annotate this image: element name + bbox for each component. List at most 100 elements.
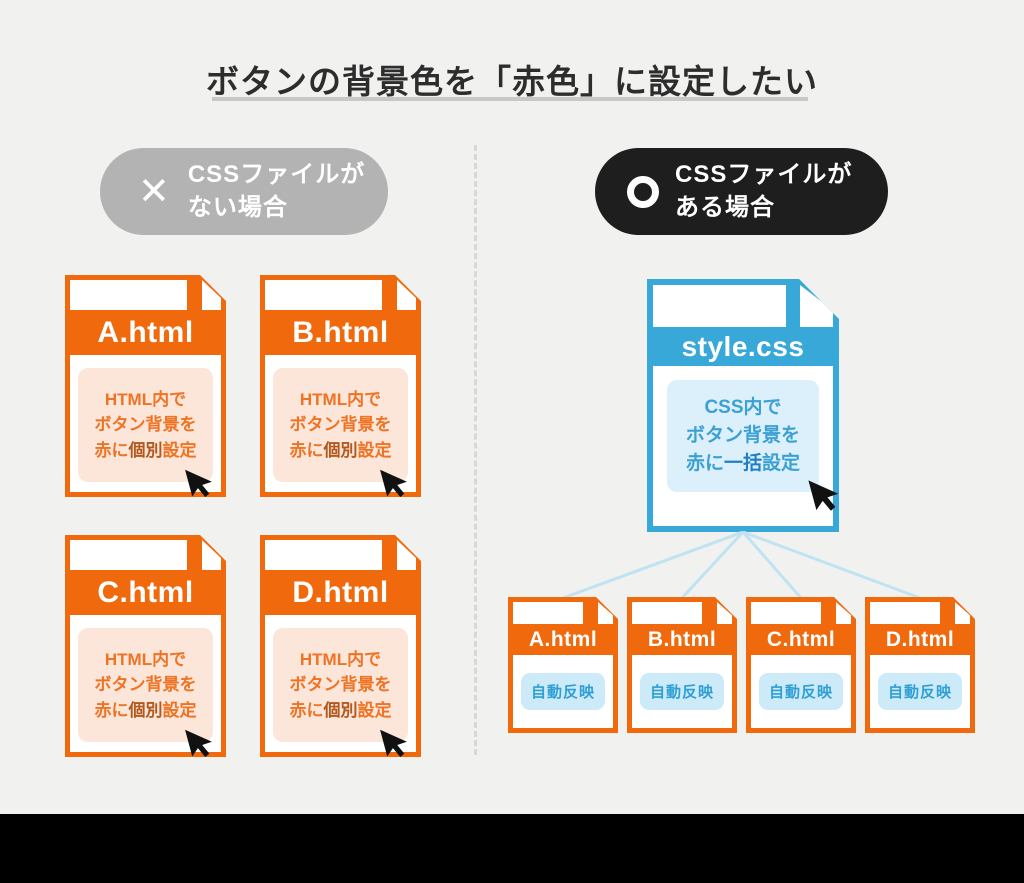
auto-apply-badge: 自動反映	[521, 673, 605, 710]
note-line1: CSS内で	[704, 396, 782, 418]
doc-note: HTML内で ボタン背景を 赤に個別設定	[273, 628, 408, 742]
cursor-icon	[178, 460, 222, 504]
note-line3: 赤に個別設定	[95, 438, 197, 463]
note-line3-post: 設定	[162, 700, 197, 720]
badge-no-css-label: CSSファイルが ない場合	[188, 159, 365, 224]
file-card-d-html: D.html HTML内で ボタン背景を 赤に個別設定	[260, 535, 421, 757]
doc-fold-notch	[717, 602, 732, 624]
doc-body: HTML内で ボタン背景を 赤に個別設定	[70, 355, 221, 492]
note-line3-bold: 個別	[323, 440, 358, 460]
doc-note: HTML内で ボタン背景を 赤に個別設定	[78, 368, 213, 482]
file-card-style-css: style.css CSS内で ボタン背景を 赤に一括設定	[647, 279, 839, 532]
note-line3-pre: 赤に	[94, 700, 129, 720]
file-card-c-html: C.html HTML内で ボタン背景を 赤に個別設定	[65, 535, 226, 757]
auto-apply-badge: 自動反映	[759, 673, 843, 710]
badge-has-css-label: CSSファイルが ある場合	[675, 159, 852, 224]
note-line3: 赤に個別設定	[290, 698, 392, 723]
note-line3-post: 設定	[162, 440, 197, 460]
badge-has-css-line2: ある場合	[675, 193, 775, 221]
doc-fold-notch	[397, 280, 416, 310]
badge-has-css-file: CSSファイルが ある場合	[595, 148, 888, 235]
note-line3: 赤に一括設定	[686, 450, 800, 478]
note-line3-bold: 個別	[323, 700, 358, 720]
small-card-d-html: D.html 自動反映	[865, 597, 975, 733]
note-line2: ボタン背景を	[94, 415, 197, 435]
doc-body: HTML内で ボタン背景を 赤に個別設定	[265, 355, 416, 492]
doc-note: HTML内で ボタン背景を 赤に個別設定	[78, 628, 213, 742]
note-line3-pre: 赤に	[289, 700, 324, 720]
auto-apply-badge: 自動反映	[640, 673, 724, 710]
doc-title: style.css	[681, 330, 805, 362]
doc-fold-notch	[598, 602, 613, 624]
auto-apply-badge: 自動反映	[878, 673, 962, 710]
doc-title: B.html	[292, 315, 389, 349]
cursor-icon	[373, 720, 417, 764]
circle-icon	[627, 175, 659, 208]
doc-title: A.html	[97, 315, 194, 349]
doc-body: 自動反映	[870, 655, 970, 728]
note-line2: ボタン背景を	[289, 415, 392, 435]
small-card-a-html: A.html 自動反映	[508, 597, 618, 733]
file-card-b-html: B.html HTML内で ボタン背景を 赤に個別設定	[260, 275, 421, 497]
note-line3-bold: 個別	[128, 440, 163, 460]
doc-fold-notch	[836, 602, 851, 624]
doc-top-strip	[265, 540, 382, 570]
doc-body: 自動反映	[513, 655, 613, 728]
doc-title: C.html	[766, 627, 836, 651]
doc-body: HTML内で ボタン背景を 赤に個別設定	[70, 615, 221, 752]
doc-fold-notch	[202, 280, 221, 310]
doc-title: D.html	[292, 575, 389, 609]
badge-has-css-line1: CSSファイルが	[675, 161, 853, 189]
section-divider	[474, 145, 477, 755]
note-line2: ボタン背景を	[289, 675, 392, 695]
note-line1: HTML内で	[104, 390, 187, 410]
note-line3-pre: 赤に	[289, 440, 324, 460]
page-title: ボタンの背景色を「赤色」に設定したい	[206, 63, 818, 100]
badge-no-css-line2: ない場合	[187, 193, 288, 221]
doc-top-strip	[653, 285, 786, 327]
doc-top-strip	[513, 602, 583, 624]
cross-icon: ✕	[138, 170, 170, 213]
note-line1: HTML内で	[104, 650, 187, 670]
note-line3-pre: 赤に	[685, 453, 724, 475]
small-card-b-html: B.html 自動反映	[627, 597, 737, 733]
doc-top-strip	[265, 280, 382, 310]
cursor-icon	[178, 720, 222, 764]
doc-title: D.html	[885, 627, 955, 651]
doc-title: B.html	[647, 627, 717, 651]
note-line3-post: 設定	[357, 440, 392, 460]
doc-body: 自動反映	[632, 655, 732, 728]
doc-top-strip	[70, 540, 187, 570]
cursor-icon	[801, 470, 850, 519]
doc-top-strip	[70, 280, 187, 310]
doc-note: HTML内で ボタン背景を 赤に個別設定	[273, 368, 408, 482]
doc-fold-notch	[397, 540, 416, 570]
note-line1: HTML内で	[299, 650, 382, 670]
doc-fold-notch	[800, 285, 833, 327]
note-line3-post: 設定	[357, 700, 392, 720]
note-line3-bold: 一括	[723, 453, 762, 475]
badge-no-css-line1: CSSファイルが	[187, 161, 366, 189]
note-line3: 赤に個別設定	[95, 698, 197, 723]
doc-title: A.html	[528, 627, 598, 651]
note-line3-post: 設定	[762, 453, 801, 475]
bottom-black-bar	[0, 814, 1024, 883]
doc-body: HTML内で ボタン背景を 赤に個別設定	[265, 615, 416, 752]
connector-lines	[562, 531, 921, 600]
note-line2: ボタン背景を	[685, 424, 800, 446]
doc-title: C.html	[97, 575, 194, 609]
file-card-a-html: A.html HTML内で ボタン背景を 赤に個別設定	[65, 275, 226, 497]
doc-top-strip	[870, 602, 940, 624]
note-line2: ボタン背景を	[94, 675, 197, 695]
doc-body: CSS内で ボタン背景を 赤に一括設定	[653, 366, 833, 526]
title-underline	[212, 97, 808, 101]
doc-body: 自動反映	[751, 655, 851, 728]
note-line3-pre: 赤に	[94, 440, 129, 460]
note-line3: 赤に個別設定	[290, 438, 392, 463]
note-line3-bold: 個別	[128, 700, 163, 720]
badge-no-css-file: ✕ CSSファイルが ない場合	[100, 148, 388, 235]
doc-fold-notch	[955, 602, 970, 624]
doc-fold-notch	[202, 540, 221, 570]
note-line1: HTML内で	[299, 390, 382, 410]
doc-top-strip	[632, 602, 702, 624]
